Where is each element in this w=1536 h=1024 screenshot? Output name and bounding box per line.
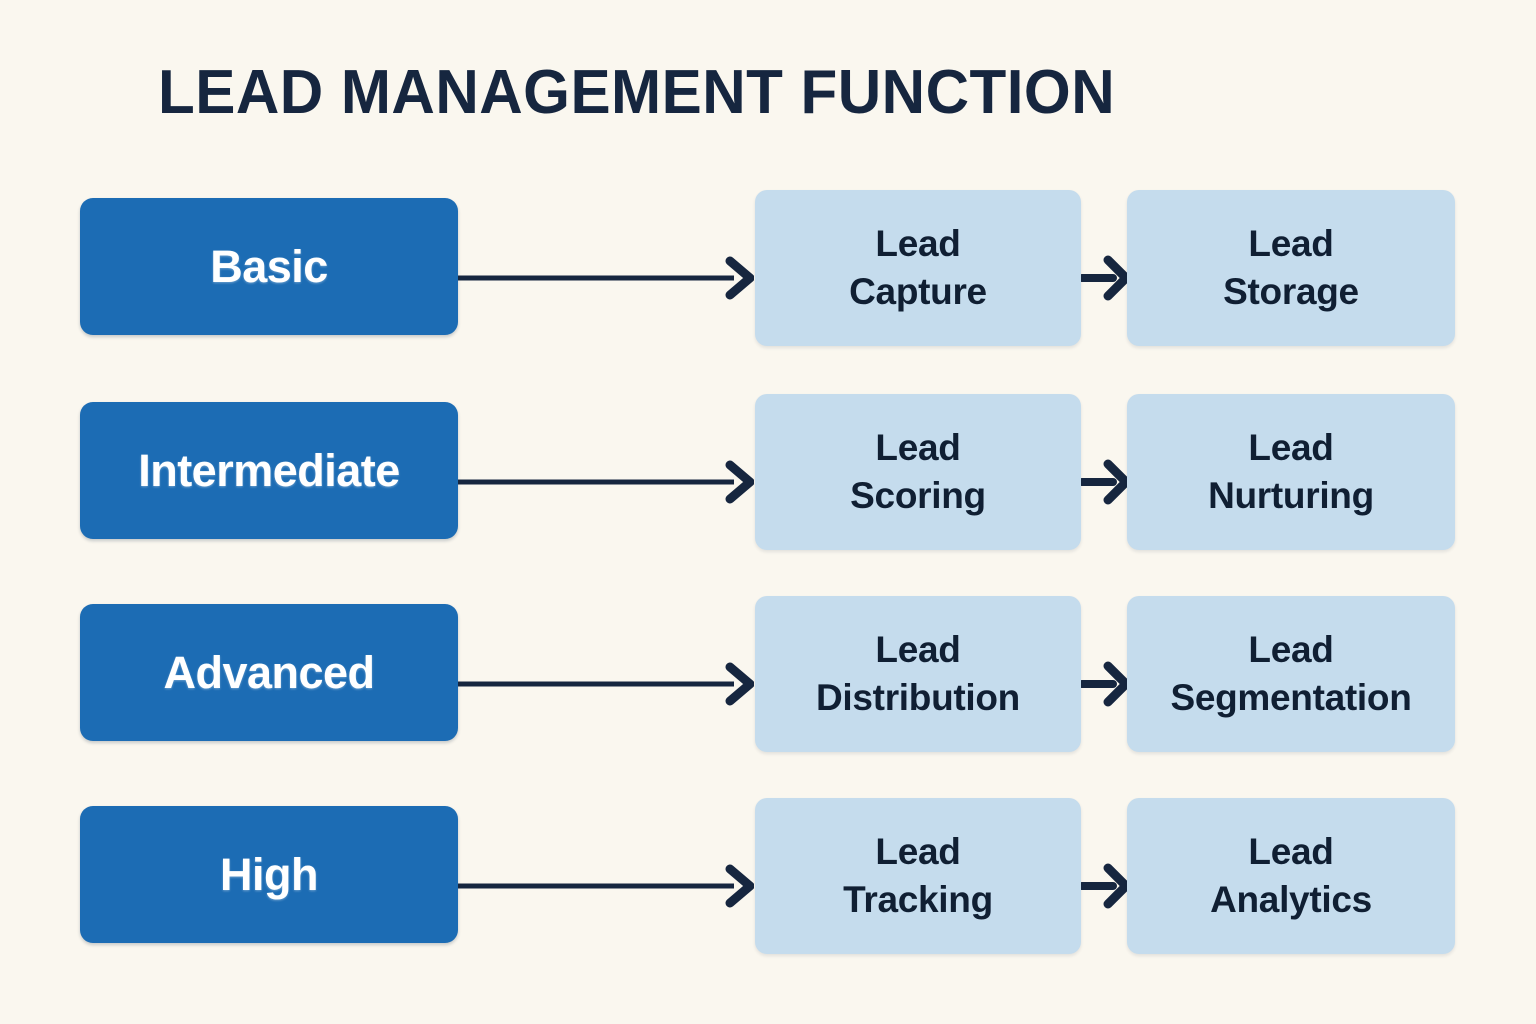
stage-label-line-1: Lead: [875, 831, 961, 872]
stage-box-lead-analytics[interactable]: Lead Analytics: [1127, 798, 1455, 954]
stage-box-lead-scoring[interactable]: Lead Scoring: [755, 394, 1081, 550]
stage-label: Lead Analytics: [1204, 828, 1378, 924]
stage-label-line-2: Analytics: [1210, 879, 1372, 920]
stage-label-line-2: Scoring: [850, 475, 986, 516]
page-title: LEAD MANAGEMENT FUNCTION: [158, 58, 1116, 127]
diagram-row: Basic Lead Capture Lead Storage: [0, 160, 1536, 370]
arrow-right-short-icon: [1081, 654, 1129, 714]
stage-label-line-1: Lead: [1248, 223, 1334, 264]
stage-box-lead-capture[interactable]: Lead Capture: [755, 190, 1081, 346]
diagram-row: Advanced Lead Distribution Lead Segment: [0, 566, 1536, 776]
stage-box-lead-storage[interactable]: Lead Storage: [1127, 190, 1455, 346]
stage-box-lead-distribution[interactable]: Lead Distribution: [755, 596, 1081, 752]
diagram-row: High Lead Tracking Lead Analytics: [0, 768, 1536, 978]
arrow-right-long-icon: [458, 460, 754, 504]
arrow-right-long-icon: [458, 864, 754, 908]
stage-label: Lead Nurturing: [1202, 424, 1380, 520]
stage-label-line-1: Lead: [875, 427, 961, 468]
level-label: Advanced: [163, 646, 375, 698]
stage-label-line-1: Lead: [875, 223, 961, 264]
arrow-right-long-icon: [458, 256, 754, 300]
stage-label-line-2: Tracking: [843, 879, 993, 920]
level-box-advanced[interactable]: Advanced: [80, 604, 458, 741]
stage-label-line-2: Segmentation: [1170, 677, 1412, 718]
stage-label-line-2: Capture: [849, 271, 987, 312]
stage-label: Lead Capture: [843, 220, 993, 316]
stage-label: Lead Tracking: [837, 828, 999, 924]
stage-box-lead-segmentation[interactable]: Lead Segmentation: [1127, 596, 1455, 752]
stage-label-line-2: Storage: [1223, 271, 1359, 312]
stage-label-line-2: Distribution: [816, 677, 1020, 718]
stage-label-line-1: Lead: [1248, 629, 1334, 670]
arrow-right-short-icon: [1081, 452, 1129, 512]
level-label: Intermediate: [138, 444, 400, 496]
level-box-intermediate[interactable]: Intermediate: [80, 402, 458, 539]
level-box-high[interactable]: High: [80, 806, 458, 943]
stage-box-lead-nurturing[interactable]: Lead Nurturing: [1127, 394, 1455, 550]
level-box-basic[interactable]: Basic: [80, 198, 458, 335]
stage-label: Lead Scoring: [844, 424, 992, 520]
arrow-right-long-icon: [458, 662, 754, 706]
level-label: Basic: [210, 240, 328, 292]
stage-label: Lead Segmentation: [1164, 626, 1417, 722]
diagram-row: Intermediate Lead Scoring Lead Nurturin: [0, 364, 1536, 574]
stage-label-line-1: Lead: [1248, 831, 1334, 872]
stage-label-line-2: Nurturing: [1208, 475, 1374, 516]
stage-label-line-1: Lead: [1248, 427, 1334, 468]
level-label: High: [220, 848, 318, 900]
stage-label: Lead Storage: [1217, 220, 1365, 316]
stage-label-line-1: Lead: [875, 629, 961, 670]
stage-box-lead-tracking[interactable]: Lead Tracking: [755, 798, 1081, 954]
stage-label: Lead Distribution: [810, 626, 1026, 722]
arrow-right-short-icon: [1081, 856, 1129, 916]
arrow-right-short-icon: [1081, 248, 1129, 308]
